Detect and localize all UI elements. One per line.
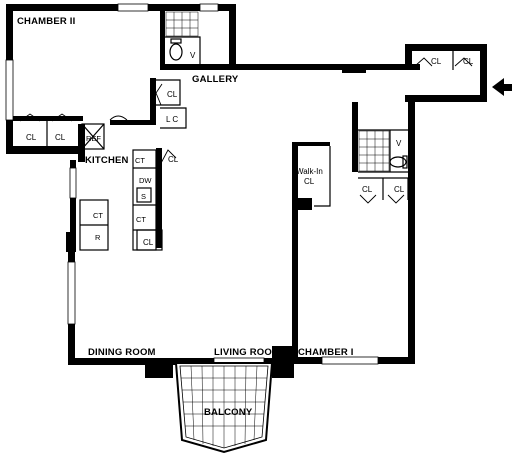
- labels: CHAMBER II GALLERY KITCHEN DINING ROOM L…: [17, 16, 474, 418]
- sink-label: S: [141, 192, 146, 201]
- toilet-icon: [389, 155, 408, 169]
- door-swings: [19, 57, 473, 204]
- dishwasher-label: DW: [139, 176, 152, 185]
- room-label-chamber-1: CHAMBER I: [298, 347, 354, 358]
- closet-label: CL: [26, 133, 37, 142]
- vanity-label: V: [190, 51, 196, 60]
- refrigerator-label: REF: [86, 134, 101, 143]
- toilet-icon: [169, 38, 183, 61]
- closet-label: CL: [55, 133, 66, 142]
- range-label: R: [95, 233, 101, 242]
- room-label-dining-room: DINING ROOM: [88, 347, 156, 358]
- bath-tiles-chamber-1: [358, 130, 390, 172]
- closet-label: CL: [167, 90, 178, 99]
- counter-label: CT: [136, 215, 146, 224]
- room-label-gallery: GALLERY: [192, 74, 239, 85]
- closet-label: CL: [463, 57, 474, 66]
- counter-label: CT: [93, 211, 103, 220]
- closet-label: CL: [143, 238, 154, 247]
- interior-lines: [5, 3, 454, 365]
- closet-label: CL: [168, 155, 179, 164]
- room-label-balcony: BALCONY: [204, 407, 253, 418]
- bath-tiles-chamber-2: [165, 11, 199, 37]
- closet-label: CL: [431, 57, 442, 66]
- vanity-label: V: [396, 139, 402, 148]
- linen-closet-label: L C: [166, 115, 178, 124]
- closet-label: CL: [362, 185, 373, 194]
- room-label-kitchen: KITCHEN: [85, 155, 129, 166]
- walk-in-closet-sublabel: CL: [304, 177, 315, 186]
- room-label-chamber-2: CHAMBER II: [17, 16, 75, 27]
- closet-label: CL: [394, 185, 405, 194]
- walls: [6, 4, 487, 378]
- walk-in-closet-label: Walk-In: [296, 167, 323, 176]
- entry-arrow-icon: [492, 78, 512, 96]
- balcony: [174, 362, 274, 454]
- counter-label: CT: [135, 156, 145, 165]
- room-label-living-room: LIVING ROOM: [214, 347, 280, 358]
